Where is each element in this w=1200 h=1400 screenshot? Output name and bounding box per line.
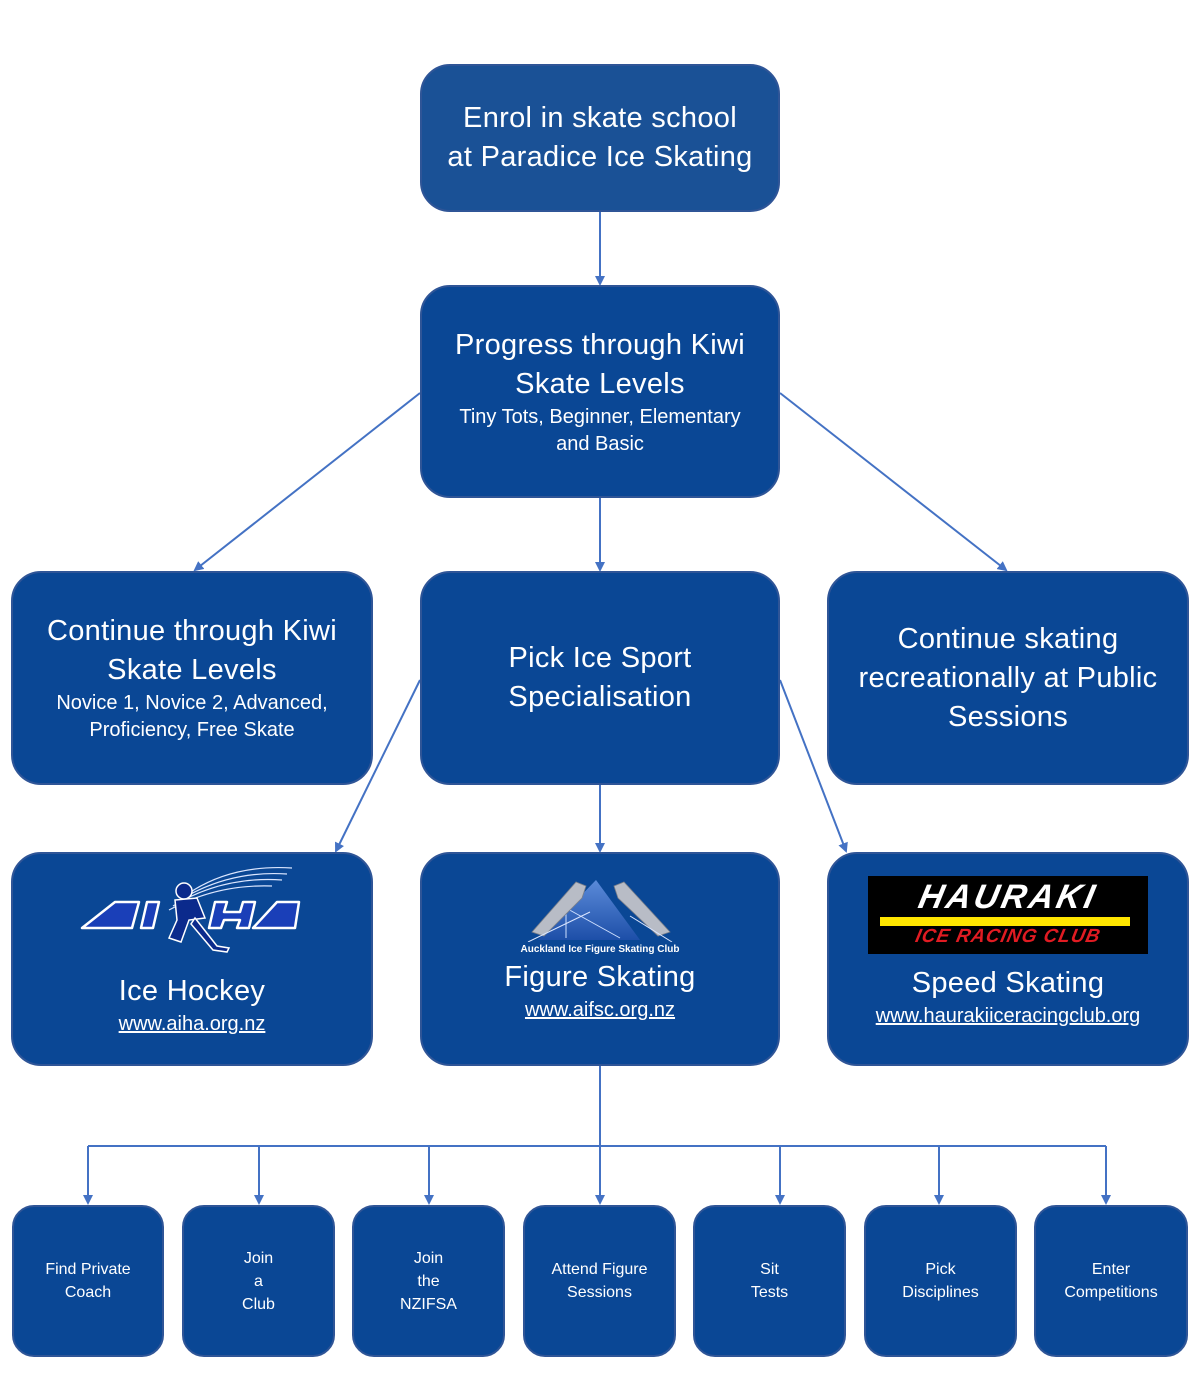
step-label-line: NZIFSA — [400, 1295, 457, 1313]
hauraki-logo-wordmark: HAURAKI — [915, 878, 1102, 916]
aiha-hockey-player-logo-icon — [80, 866, 301, 953]
node-figure-skating: Auckland Ice Figure Skating Club Figure … — [420, 852, 780, 1066]
step-label-line: Coach — [64, 1284, 112, 1301]
aifsc-website-link[interactable]: www.aifsc.org.nz — [524, 999, 676, 1021]
step-attend-figure-sessions: Attend Figure Sessions — [523, 1205, 676, 1357]
aiha-website-link[interactable]: www.aiha.org.nz — [118, 1013, 266, 1035]
node-subtitle-line: Tiny Tots, Beginner, Elementary — [459, 405, 741, 428]
step-pick-disciplines: Pick Disciplines — [864, 1205, 1017, 1357]
step-label-line: Pick — [925, 1261, 956, 1278]
hauraki-ice-racing-logo-icon: HAURAKI ICE RACING CLUB — [868, 876, 1148, 954]
node-title-line: Progress through Kiwi — [455, 328, 745, 361]
step-label-line: Attend Figure — [551, 1261, 648, 1278]
arrow-progress-to-recreational — [779, 392, 1008, 572]
step-label-line: Tests — [750, 1284, 789, 1301]
node-title-line: Pick Ice Sport — [508, 642, 692, 674]
hauraki-website-link[interactable]: www.haurakiiceracingclub.org — [875, 1005, 1141, 1027]
node-title: Ice Hockey — [118, 975, 266, 1007]
node-title-line: Continue through Kiwi — [46, 615, 338, 647]
node-title-line: Continue skating — [897, 622, 1119, 655]
node-speed-skating: HAURAKI ICE RACING CLUB Speed Skating ww… — [827, 852, 1189, 1066]
step-label-line: Find Private — [45, 1261, 131, 1278]
step-label-line: Sessions — [567, 1284, 632, 1301]
node-title: Figure Skating — [504, 961, 696, 993]
step-label-line: the — [417, 1272, 440, 1290]
node-continue-kiwi-levels: Continue through Kiwi Skate Levels Novic… — [11, 571, 373, 785]
node-title-line: Sessions — [947, 700, 1069, 733]
node-subtitle-line: Novice 1, Novice 2, Advanced, — [56, 692, 328, 714]
node-enrol-skate-school: Enrol in skate school at Paradice Ice Sk… — [420, 64, 780, 212]
hauraki-logo-subtitle: ICE RACING CLUB — [913, 926, 1103, 947]
step-enter-competitions: Enter Competitions — [1034, 1205, 1188, 1357]
step-label-line: Sit — [760, 1261, 779, 1278]
node-subtitle-line: Proficiency, Free Skate — [89, 719, 295, 741]
step-label-line: Competitions — [1064, 1284, 1158, 1301]
step-join-nzifsa: Join the NZIFSA — [352, 1205, 505, 1357]
node-title-line: Specialisation — [508, 681, 692, 713]
node-title-line: at Paradice Ice Skating — [447, 141, 753, 173]
step-label-line: a — [254, 1272, 263, 1290]
step-label-line: Disciplines — [902, 1284, 979, 1301]
node-title-line: Skate Levels — [107, 654, 277, 686]
node-title: Speed Skating — [911, 967, 1105, 999]
node-progress-kiwi-levels: Progress through Kiwi Skate Levels Tiny … — [420, 285, 780, 498]
step-find-private-coach: Find Private Coach — [12, 1205, 164, 1357]
figure-skates-mountain-logo-icon — [527, 880, 673, 942]
node-pick-ice-sport: Pick Ice Sport Specialisation — [420, 571, 780, 785]
aifsc-logo-caption: Auckland Ice Figure Skating Club — [520, 944, 680, 955]
step-join-a-club: Join a Club — [182, 1205, 335, 1357]
node-title-line: recreationally at Public — [858, 661, 1158, 694]
node-title-line: Enrol in skate school — [463, 102, 737, 134]
step-label-line: Club — [242, 1295, 275, 1313]
hauraki-logo-stripe — [880, 917, 1130, 926]
step-label-line: Join — [413, 1249, 444, 1267]
node-recreational-public-sessions: Continue skating recreationally at Publi… — [827, 571, 1189, 785]
step-sit-tests: Sit Tests — [693, 1205, 846, 1357]
node-subtitle-line: and Basic — [556, 432, 644, 455]
node-title-line: Skate Levels — [515, 367, 685, 400]
node-ice-hockey: Ice Hockey www.aiha.org.nz — [11, 852, 373, 1066]
arrow-progress-to-continue-levels — [193, 392, 421, 572]
step-label-line: Join — [243, 1249, 274, 1267]
step-label-line: Enter — [1091, 1261, 1131, 1278]
